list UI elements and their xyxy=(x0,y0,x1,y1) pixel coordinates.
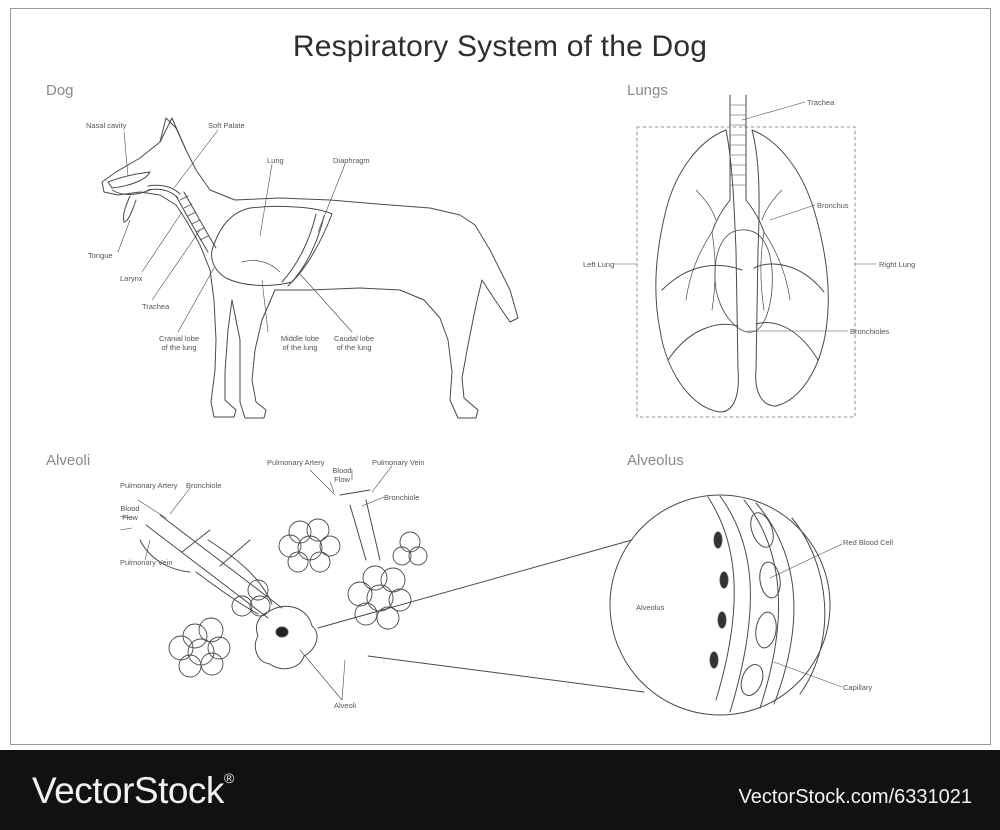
label-cranial-lobe-line2: of the lung xyxy=(161,343,197,352)
lungs-illustration xyxy=(613,94,877,418)
alveolus-illustration xyxy=(609,494,843,716)
diagram-frame xyxy=(10,8,991,745)
label-alveoli: Alveoli xyxy=(334,701,357,710)
label-larynx: Larynx xyxy=(120,274,143,283)
label-middle-lobe: Middle lobe of the lung xyxy=(276,334,324,352)
label-capillary: Capillary xyxy=(843,683,873,692)
label-blood-flow-left: Blood Flow xyxy=(117,504,143,522)
label-alveolus: Alveolus xyxy=(636,603,665,612)
label-blood-flow-left-line2: Flow xyxy=(122,513,138,522)
label-pulmonary-vein-top: Pulmonary Vein xyxy=(372,458,425,467)
label-cranial-lobe-line1: Cranial lobe xyxy=(158,334,200,343)
label-cranial-lobe: Cranial lobe of the lung xyxy=(155,334,203,352)
label-nasal-cavity: Nasal cavity xyxy=(86,121,127,130)
page-title: Respiratory System of the Dog xyxy=(292,30,708,63)
label-red-blood-cell: Red Blood Cell xyxy=(843,538,894,547)
label-caudal-lobe-line1: Caudal lobe xyxy=(333,334,375,343)
label-caudal-lobe: Caudal lobe of the lung xyxy=(330,334,378,352)
footer-url[interactable]: VectorStock.com/6331021 xyxy=(738,786,972,808)
label-caudal-lobe-line2: of the lung xyxy=(336,343,372,352)
label-lung: Lung xyxy=(267,156,284,165)
section-dog-heading: Dog xyxy=(46,82,74,99)
label-blood-flow-left-line1: Blood xyxy=(120,504,140,513)
label-right-lung: Right Lung xyxy=(879,260,916,269)
brand-logo: VectorStock® xyxy=(32,770,234,812)
section-lungs-heading: Lungs xyxy=(627,82,668,99)
label-trachea-dog: Trachea xyxy=(142,302,170,311)
brand-name: VectorStock xyxy=(32,770,224,811)
label-bronchiole-left: Bronchiole xyxy=(186,481,222,490)
label-bronchiole-right: Bronchiole xyxy=(384,493,420,502)
label-middle-lobe-line1: Middle lobe xyxy=(280,334,320,343)
label-bronchus: Bronchus xyxy=(817,201,849,210)
label-bronchioles: Bronchioles xyxy=(850,327,890,336)
label-tongue: Tongue xyxy=(88,251,113,260)
label-pulmonary-artery-top: Pulmonary Artery xyxy=(267,458,325,467)
label-blood-flow-top: Blood Flow xyxy=(330,466,354,484)
label-middle-lobe-line2: of the lung xyxy=(282,343,318,352)
dog-illustration xyxy=(101,117,519,419)
label-trachea-lungs: Trachea xyxy=(807,98,835,107)
label-blood-flow-top-line1: Blood xyxy=(332,466,352,475)
alveoli-illustration xyxy=(119,465,645,701)
section-alveoli-heading: Alveoli xyxy=(46,452,91,469)
label-pulmonary-vein-left: Pulmonary Vein xyxy=(120,558,173,567)
label-pulmonary-artery-left: Pulmonary Artery xyxy=(120,481,178,490)
label-soft-palate: Soft Palate xyxy=(208,121,245,130)
section-alveolus-heading: Alveolus xyxy=(627,452,684,469)
label-blood-flow-top-line2: Flow xyxy=(334,475,350,484)
label-diaphragm: Diaphragm xyxy=(333,156,370,165)
footer-bar: VectorStock® VectorStock.com/6331021 xyxy=(0,750,1000,830)
label-left-lung: Left Lung xyxy=(583,260,615,269)
registered-mark: ® xyxy=(223,770,234,786)
